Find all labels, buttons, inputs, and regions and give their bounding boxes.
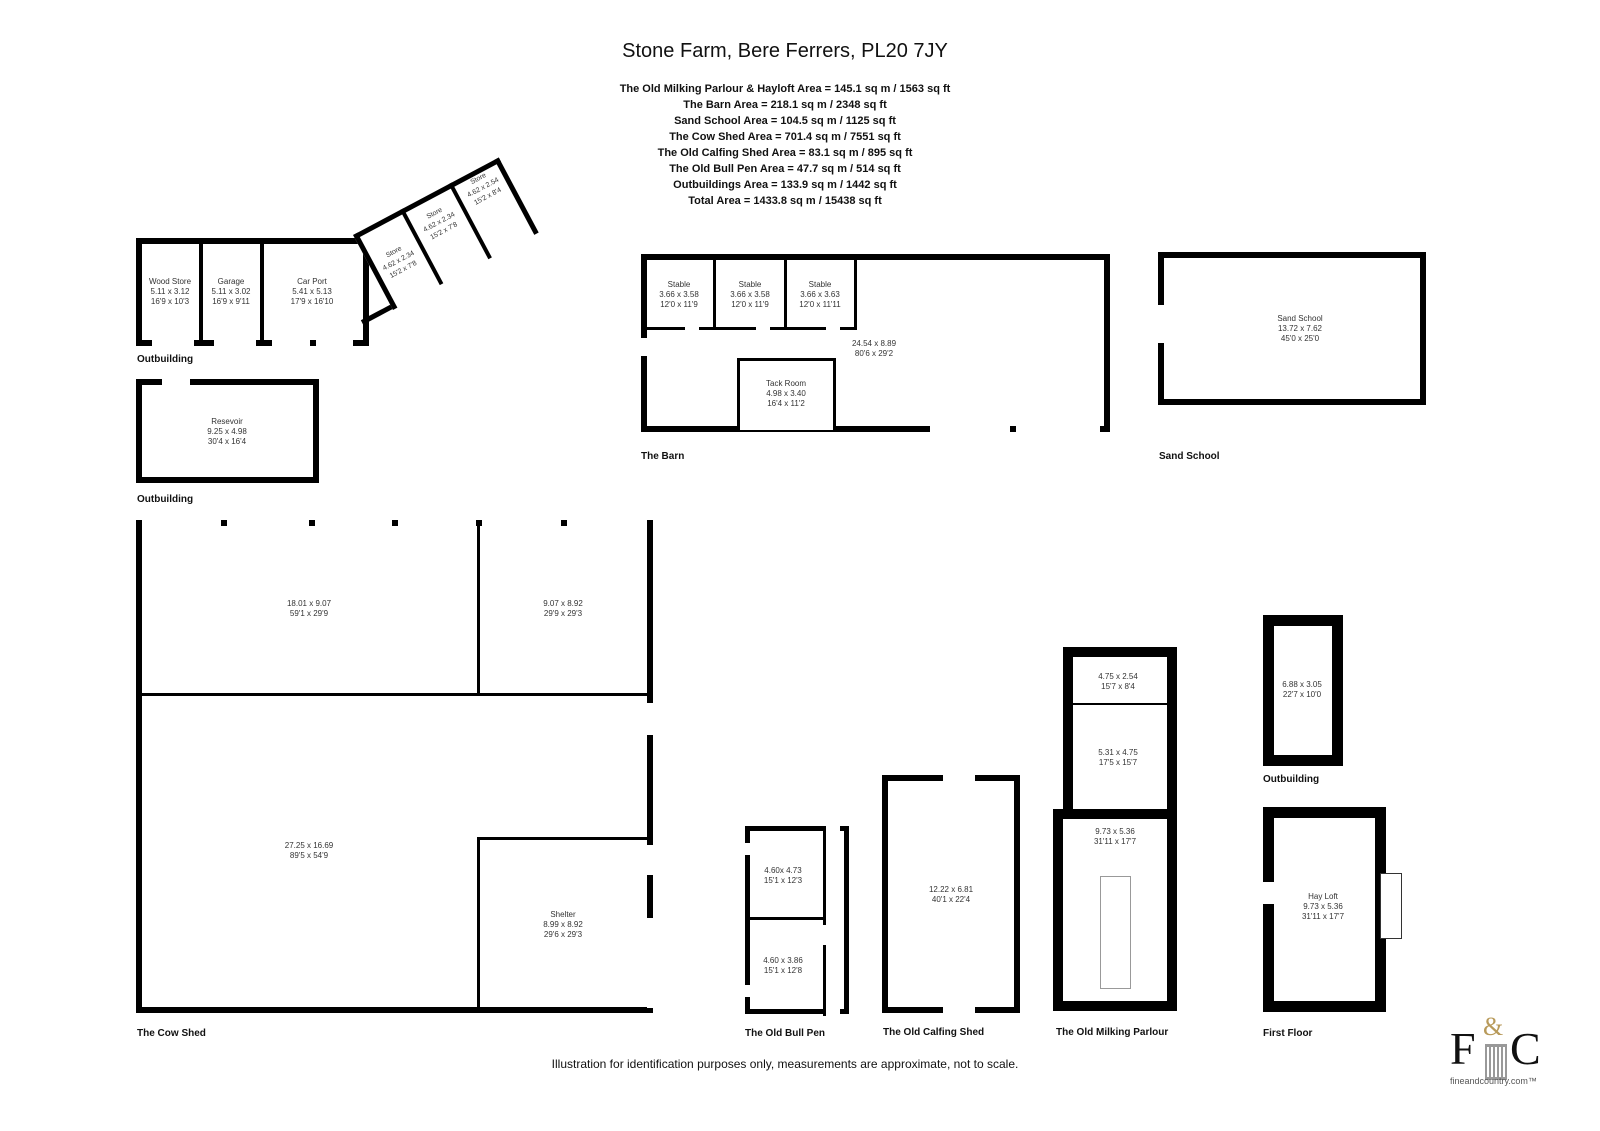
logo-site: fineandcountry.com™: [1450, 1076, 1537, 1086]
doorway: [641, 338, 647, 356]
wall: [645, 327, 857, 330]
trough: [1100, 876, 1131, 989]
building-outbuilding-small: [1263, 615, 1343, 766]
wall: [1010, 426, 1016, 432]
wall: [647, 520, 653, 526]
passage: [826, 826, 840, 1014]
post: [221, 520, 227, 526]
wall: [136, 520, 142, 526]
outbuilding-reservoir: [136, 379, 319, 483]
area-line: The Old Milking Parlour & Hayloft Area =…: [619, 83, 951, 95]
building-label: The Barn: [641, 451, 685, 462]
wall: [784, 258, 787, 330]
wall: [823, 826, 826, 1016]
wall: [749, 917, 826, 920]
wall: [477, 837, 653, 840]
area-line: Total Area = 1433.8 sq m / 15438 sq ft: [688, 195, 882, 207]
wall: [260, 240, 264, 346]
building-milking-parlour-upper: [1063, 647, 1177, 819]
doorway: [685, 327, 699, 330]
opening: [943, 1007, 975, 1013]
doorway: [745, 843, 750, 855]
logo-ampersand: &: [1483, 1012, 1504, 1041]
doorway: [756, 327, 770, 330]
building-label: Outbuilding: [1263, 774, 1320, 785]
doorway: [162, 379, 190, 385]
building-label: The Cow Shed: [137, 1028, 206, 1039]
outbuilding-garages: [136, 238, 369, 346]
post: [309, 520, 315, 526]
building-label: First Floor: [1263, 1028, 1313, 1039]
wall: [194, 340, 214, 346]
building-label: The Old Calfing Shed: [883, 1027, 985, 1038]
plan-title: Stone Farm, Bere Ferrers, PL20 7JY: [622, 40, 948, 62]
doorway: [647, 845, 653, 875]
wall: [353, 340, 369, 346]
wall: [477, 837, 480, 1013]
disclaimer: Illustration for identification purposes…: [551, 1057, 1019, 1071]
building-label: The Old Milking Parlour: [1056, 1027, 1169, 1038]
area-line: The Cow Shed Area = 701.4 sq m / 7551 sq…: [669, 131, 901, 143]
area-line: The Old Bull Pen Area = 47.7 sq m / 514 …: [669, 163, 901, 175]
area-summary: The Old Milking Parlour & Hayloft Area =…: [0, 81, 1570, 209]
wall: [199, 240, 203, 346]
wall: [854, 258, 857, 330]
open-side: [647, 918, 653, 1008]
doorway: [826, 327, 840, 330]
wall: [136, 340, 152, 346]
doorway: [823, 925, 826, 945]
wall: [713, 258, 716, 330]
building-label: Sand School: [1159, 451, 1220, 462]
doorway: [1158, 305, 1164, 343]
fine-and-country-logo: F & C fineandcountry.com™: [1450, 1012, 1550, 1092]
opening: [943, 775, 975, 781]
doorway: [745, 985, 750, 997]
doorway: [1263, 882, 1274, 904]
room-tack-room-walls: [737, 358, 836, 430]
doorway: [647, 703, 653, 735]
wall: [1073, 703, 1177, 705]
building-milking-parlour-lower: [1053, 809, 1177, 1011]
area-line: Outbuildings Area = 133.9 sq m / 1442 sq…: [673, 179, 897, 191]
wall: [477, 520, 480, 695]
area-line: Sand School Area = 104.5 sq m / 1125 sq …: [674, 115, 896, 127]
building-label: Outbuilding: [137, 494, 194, 505]
wall: [136, 693, 653, 696]
logo-letter: C: [1510, 1023, 1541, 1074]
post: [561, 520, 567, 526]
wall: [310, 340, 316, 346]
post: [392, 520, 398, 526]
staircase: [1380, 873, 1402, 939]
column-icon: [1485, 1044, 1507, 1080]
building-cow-shed: [136, 520, 653, 1013]
wall: [256, 340, 272, 346]
logo-letter: F: [1450, 1023, 1476, 1074]
building-label: The Old Bull Pen: [745, 1028, 826, 1039]
area-line: The Old Calfing Shed Area = 83.1 sq m / …: [657, 147, 913, 159]
area-line: The Barn Area = 218.1 sq m / 2348 sq ft: [683, 99, 887, 111]
building-label: Outbuilding: [137, 354, 194, 365]
